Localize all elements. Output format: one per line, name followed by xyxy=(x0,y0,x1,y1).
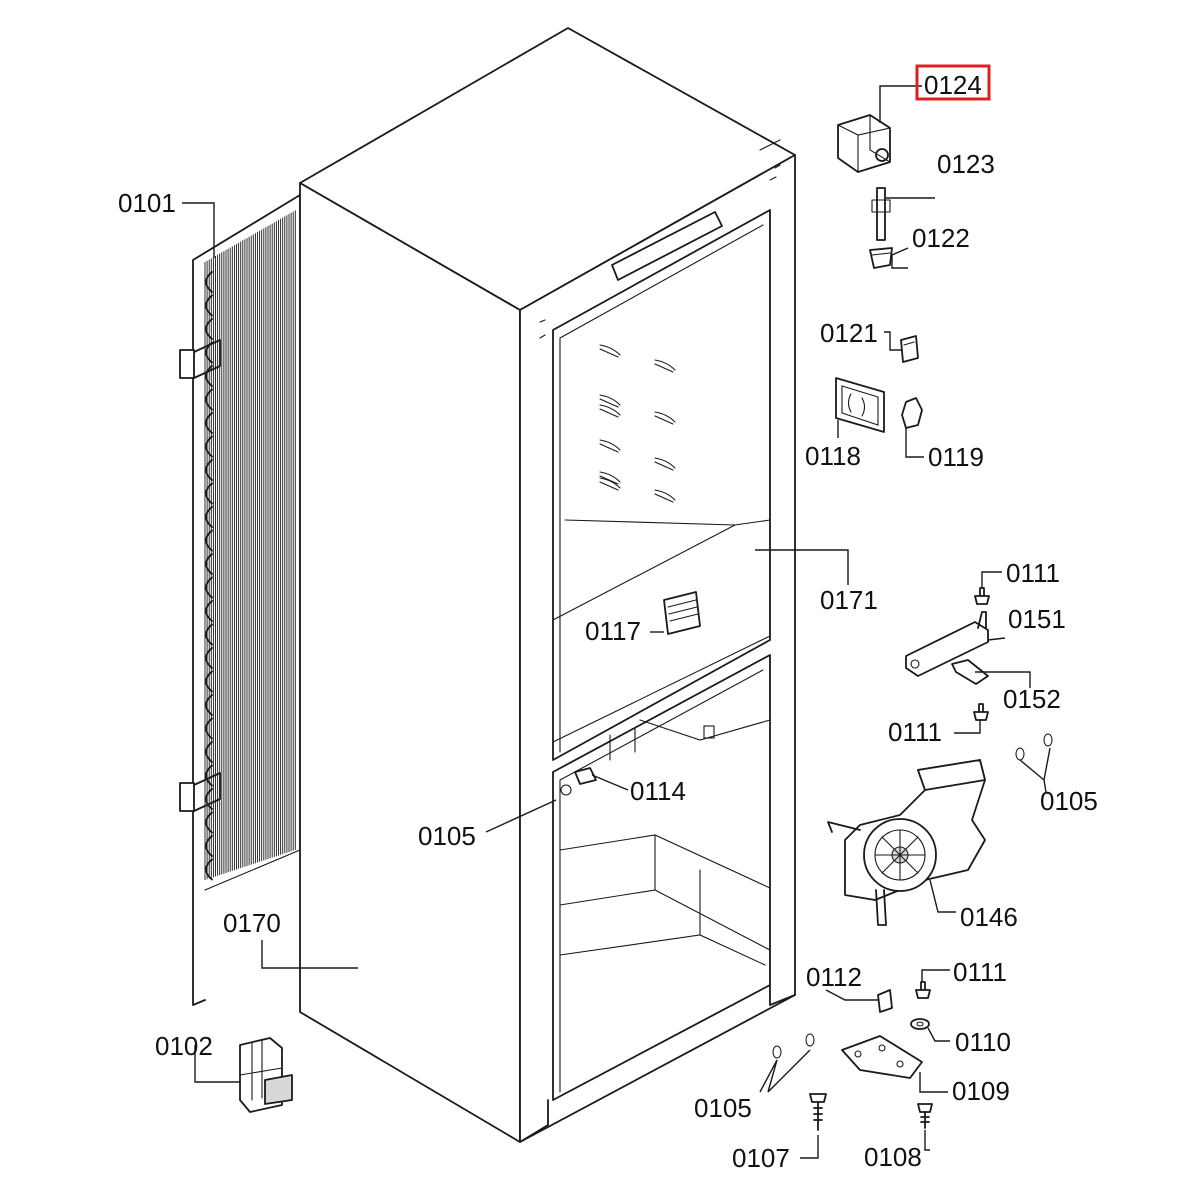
part-0108-screw xyxy=(917,1103,933,1129)
label-0146: 0146 xyxy=(960,902,1018,932)
part-0112-clip xyxy=(877,989,893,1013)
part-0119-lamp-holder xyxy=(901,397,923,429)
refrigerator-cabinet xyxy=(299,27,796,1143)
part-0121-clip xyxy=(900,335,919,363)
label-0111-bottom: 0111 xyxy=(953,957,1007,987)
part-0146-fan-assembly xyxy=(827,759,986,926)
condenser-coil xyxy=(179,194,301,1006)
label-0118: 0118 xyxy=(805,441,861,471)
label-0122: 0122 xyxy=(912,223,970,253)
label-0114: 0114 xyxy=(630,776,686,806)
part-0102-connector xyxy=(239,1037,293,1113)
label-0123: 0123 xyxy=(937,149,995,179)
part-0118-plate xyxy=(835,377,885,433)
part-0105-clips-right xyxy=(1015,733,1053,761)
label-0111-top: 0111 xyxy=(1006,558,1060,588)
part-0105-clips-bottom xyxy=(772,1033,815,1059)
label-0105-bottom: 0105 xyxy=(694,1093,752,1123)
label-0101: 0101 xyxy=(118,188,176,218)
part-0152-bracket-clip xyxy=(951,659,989,685)
part-0111-screw-mid xyxy=(973,703,989,721)
label-0117: 0117 xyxy=(585,616,641,646)
label-0124: 0124 xyxy=(924,70,982,100)
label-0121: 0121 xyxy=(820,318,878,348)
label-0170: 0170 xyxy=(223,908,281,938)
part-0109-hinge-plate xyxy=(841,1035,923,1079)
part-0107-screw xyxy=(809,1093,827,1131)
highlight-box-0124 xyxy=(915,64,991,101)
label-0119: 0119 xyxy=(928,442,984,472)
label-0107: 0107 xyxy=(732,1143,790,1173)
label-0110: 0110 xyxy=(955,1027,1011,1057)
label-0171: 0171 xyxy=(820,585,878,615)
part-0111-screw-top xyxy=(974,587,990,605)
part-0124-hinge-cover xyxy=(837,114,891,173)
label-0152: 0152 xyxy=(1003,684,1061,714)
label-0151: 0151 xyxy=(1008,604,1066,634)
label-0102: 0102 xyxy=(155,1031,213,1061)
label-0111-mid: 0111 xyxy=(888,717,942,747)
label-0105-right: 0105 xyxy=(1040,786,1098,816)
label-0112: 0112 xyxy=(806,962,862,992)
part-0123-hinge-pin xyxy=(871,187,891,241)
part-0111-screw-bottom xyxy=(915,981,931,999)
part-0151-hinge-bracket xyxy=(905,611,989,677)
part-labels: 0101 0102 0124 0123 0122 0121 0118 0119 … xyxy=(118,70,1098,1173)
label-0109: 0109 xyxy=(952,1076,1010,1106)
label-0108: 0108 xyxy=(864,1142,922,1172)
leader-lines xyxy=(182,85,1051,1159)
label-0105-left: 0105 xyxy=(418,821,476,851)
part-0110-washer xyxy=(910,1018,930,1030)
part-0122-bushing xyxy=(869,247,893,269)
